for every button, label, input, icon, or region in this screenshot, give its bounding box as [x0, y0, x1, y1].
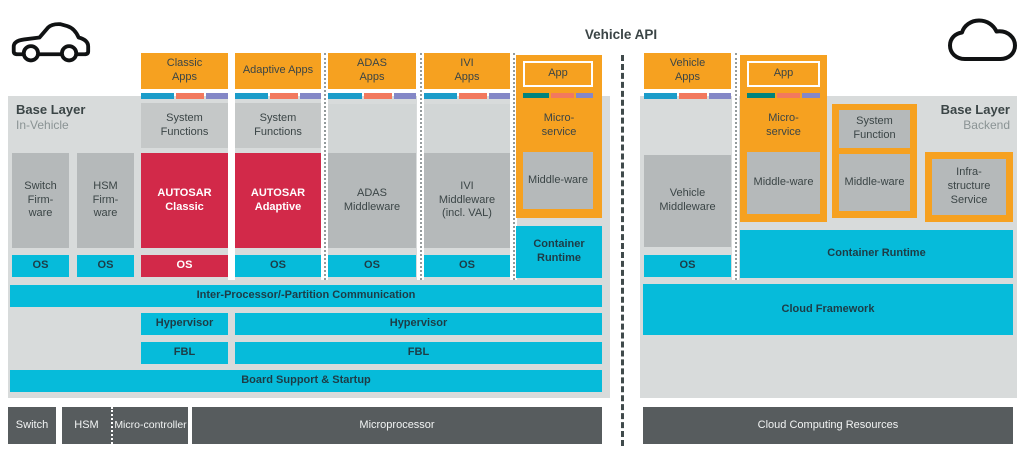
os-box-adaptive: OS — [235, 255, 321, 277]
middleware-box-left: Middle-ware — [523, 152, 593, 209]
system-functions-classic-box: System Functions — [141, 103, 228, 148]
vehicle-api-divider — [621, 55, 624, 446]
vehicle-apps-box: Vehicle Apps — [644, 53, 731, 89]
switch-firmware-box: Switch Firm- ware — [12, 153, 69, 248]
os-box-adas: OS — [328, 255, 416, 277]
middleware-box-system: Middle-ware — [839, 154, 910, 211]
hw-microcontroller-label: Micro-controller — [114, 418, 187, 431]
inter-processor-communication-bar: Inter-Processor/-Partition Communication — [10, 285, 602, 307]
infrastructure-service-box: Infra- structure Service — [932, 159, 1006, 215]
hypervisor-bar-classic: Hypervisor — [141, 313, 228, 335]
api-strip — [644, 93, 731, 99]
base-layer-title-left: Base Layer — [16, 102, 86, 117]
autosar-adaptive-box: AUTOSAR Adaptive — [235, 153, 321, 248]
os-box-ivi: OS — [424, 255, 510, 277]
system-function-column: System Function Middle-ware — [832, 104, 917, 218]
app-box-right: App — [747, 61, 820, 87]
adas-spacer-block — [328, 104, 416, 153]
board-support-startup-bar: Board Support & Startup — [10, 370, 602, 392]
hw-switch-bar: Switch — [8, 407, 56, 444]
fbl-bar-main: FBL — [235, 342, 602, 364]
hw-dotted-divider — [111, 407, 113, 444]
dotted-separator — [513, 53, 515, 280]
cloud-framework-bar: Cloud Framework — [643, 284, 1013, 335]
base-layer-subtitle-right: Backend — [963, 118, 1010, 133]
adaptive-apps-box: Adaptive Apps — [235, 53, 321, 89]
app-box-left: App — [523, 61, 593, 87]
hw-hsm-label: HSM — [74, 418, 99, 431]
adas-middleware-box: ADAS Middleware — [328, 153, 416, 248]
adas-apps-box: ADAS Apps — [328, 53, 416, 89]
cloud-computing-resources-bar: Cloud Computing Resources — [643, 407, 1013, 444]
dotted-separator — [735, 53, 737, 280]
car-icon — [11, 22, 91, 63]
dotted-separator — [420, 53, 422, 280]
base-layer-subtitle-left: In-Vehicle — [16, 118, 69, 133]
api-strip — [328, 93, 416, 99]
container-runtime-right: Container Runtime — [740, 230, 1013, 278]
hypervisor-bar-main: Hypervisor — [235, 313, 602, 335]
os-box-backend: OS — [644, 255, 731, 277]
os-box-classic: OS — [141, 255, 228, 277]
hw-hsm-microcontroller-bar: HSM Micro-controller — [62, 407, 188, 444]
container-runtime-left: Container Runtime — [516, 226, 602, 278]
api-strip — [424, 93, 510, 99]
column-gutter — [228, 96, 235, 280]
system-function-box: System Function — [839, 110, 910, 148]
container-column-left: App Micro- service Middle-ware — [516, 55, 602, 218]
fbl-bar-classic: FBL — [141, 342, 228, 364]
infrastructure-column: Infra- structure Service — [925, 152, 1013, 222]
cloud-icon — [948, 18, 1017, 61]
api-strip — [141, 93, 228, 99]
ivi-apps-box: IVI Apps — [424, 53, 510, 89]
middleware-box-right: Middle-ware — [747, 152, 820, 214]
dotted-separator — [324, 53, 326, 280]
microservice-label-right: Micro- service — [766, 112, 801, 138]
hsm-firmware-box: HSM Firm- ware — [77, 153, 134, 248]
classic-apps-box: Classic Apps — [141, 53, 228, 89]
os-box-switch: OS — [12, 255, 69, 277]
app-api-strip — [523, 93, 593, 98]
vehicle-middleware-box: Vehicle Middleware — [644, 155, 731, 247]
api-strip — [235, 93, 321, 99]
autosar-classic-box: AUTOSAR Classic — [141, 153, 228, 248]
page-title: Vehicle API — [584, 27, 658, 42]
hw-microprocessor-bar: Microprocessor — [192, 407, 602, 444]
ivi-middleware-box: IVI Middleware (incl. VAL) — [424, 153, 510, 248]
container-column-right: App Micro- service Middle-ware — [740, 55, 827, 222]
backend-base-layer-label: Base Layer Backend — [860, 102, 1010, 134]
in-vehicle-base-layer-label: Base Layer In-Vehicle — [16, 102, 146, 134]
microservice-label-left: Micro- service — [541, 112, 577, 138]
base-layer-title-right: Base Layer — [940, 102, 1010, 117]
system-functions-adaptive-box: System Functions — [235, 103, 321, 148]
os-box-hsm: OS — [77, 255, 134, 277]
app-api-strip — [747, 93, 820, 98]
ivi-spacer-block — [424, 104, 510, 153]
